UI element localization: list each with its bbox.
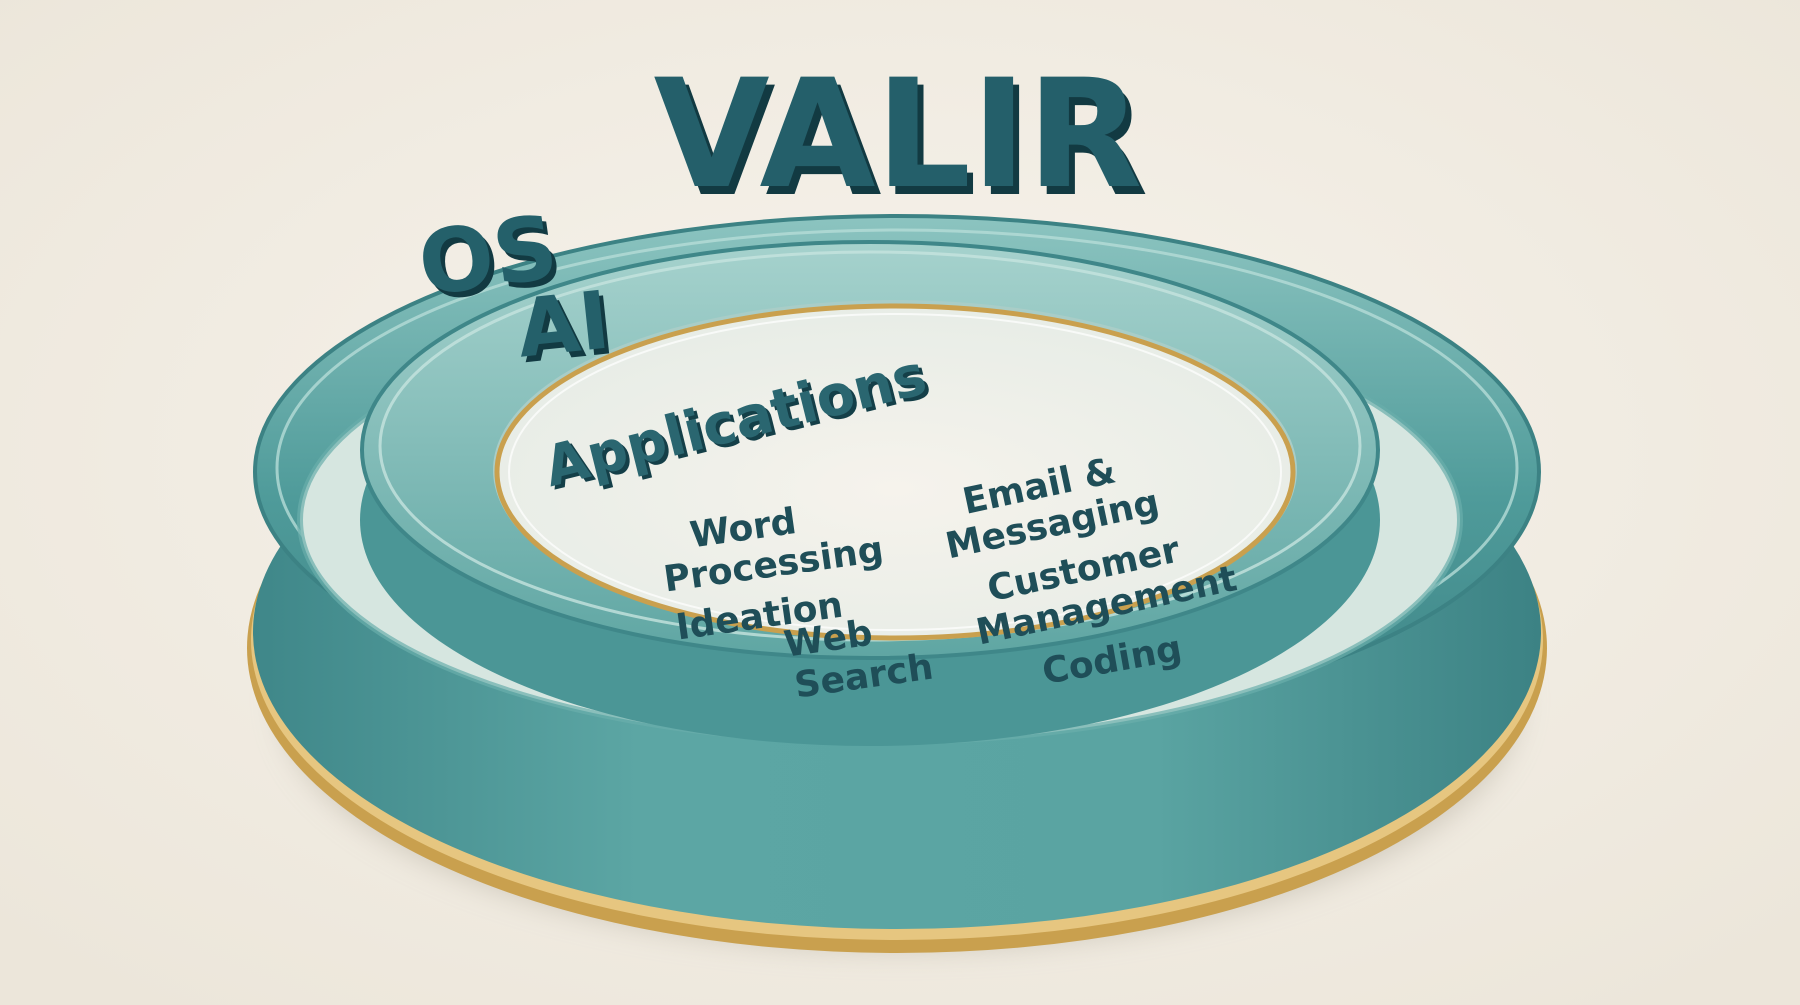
os-label-shadow: OS xyxy=(417,200,568,321)
title: VALIR xyxy=(654,48,1143,222)
inner-core-applications xyxy=(494,303,1296,641)
app-web-search: Web Search xyxy=(782,613,936,707)
ai-label: AI xyxy=(513,274,614,376)
title-shadow: VALIR xyxy=(660,56,1149,230)
os-label-group: OS OS xyxy=(412,195,568,322)
title-group: VALIR VALIR xyxy=(654,48,1149,230)
os-label: OS xyxy=(412,195,563,316)
ai-label-shadow: AI xyxy=(518,279,619,381)
inner-core-highlight xyxy=(508,313,1282,631)
ai-label-group: AI AI xyxy=(513,274,619,382)
app-email-messaging: Email & Messaging xyxy=(942,450,1163,567)
